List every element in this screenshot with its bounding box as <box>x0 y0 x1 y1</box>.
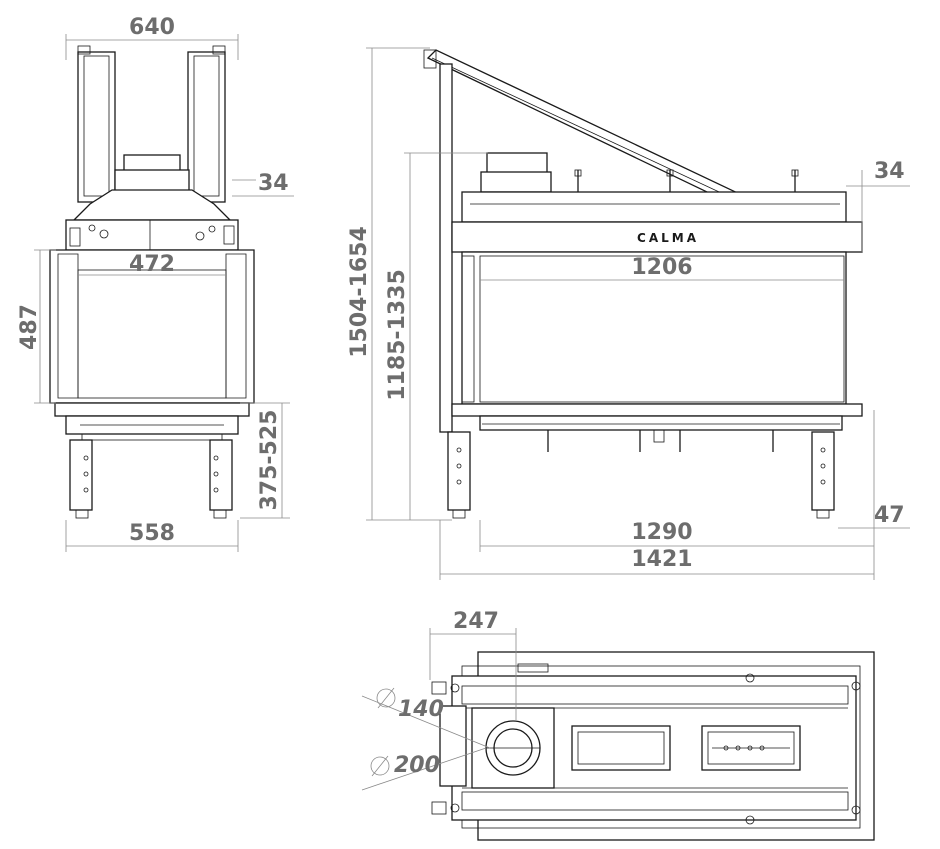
top-view: 247 140 200 <box>361 609 875 841</box>
dim-front-opening-height: 487 <box>17 304 42 350</box>
dim-front-base-width: 558 <box>129 521 175 546</box>
dim-front-opening-width: 472 <box>129 252 175 277</box>
dim-side-top-offset: 34 <box>874 159 905 184</box>
dim-top-flue-outer-diameter: 200 <box>394 753 440 778</box>
dim-side-total-width: 1421 <box>631 547 692 572</box>
dim-side-base-width: 1290 <box>631 520 692 545</box>
dim-side-glass-width: 1206 <box>631 255 692 280</box>
dim-front-leg-height: 375-525 <box>257 410 282 511</box>
dim-top-flue-inner-diameter: 140 <box>398 697 444 722</box>
side-view: CALMA 1504-1654 1185-1335 34 1 <box>347 47 910 580</box>
dim-front-top-offset: 34 <box>258 171 289 196</box>
dim-front-width: 640 <box>129 15 175 40</box>
dim-side-body-height: 1185-1335 <box>385 269 410 401</box>
dim-side-foot-offset: 47 <box>874 503 905 528</box>
dim-top-flue-offset: 247 <box>453 609 499 634</box>
brand-label: CALMA <box>637 231 699 245</box>
dim-side-total-height: 1504-1654 <box>347 226 372 358</box>
front-view: 640 34 472 487 375-525 558 <box>17 15 294 552</box>
